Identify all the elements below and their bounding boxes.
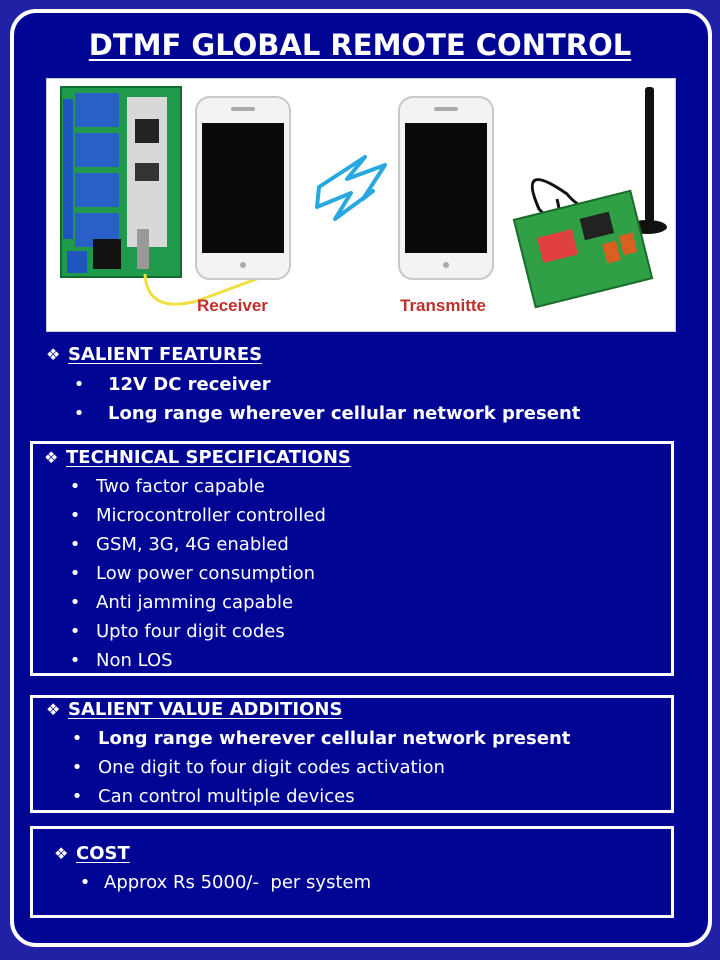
technical-specifications-list: • Two factor capable • Microcontroller con… — [68, 472, 658, 675]
list-item-text: Non LOS — [96, 650, 173, 671]
bullet-icon: • — [73, 374, 85, 395]
salient-value-additions-heading-text: SALIENT VALUE ADDITIONS — [68, 699, 343, 720]
salient-features-list: • 12V DC receiver • Long range wherever ce… — [72, 370, 672, 428]
list-item-text: Low power consumption — [96, 563, 316, 584]
bullet-icon: • — [69, 650, 81, 671]
cost-list: • Approx Rs 5000/- per system — [78, 868, 638, 897]
bullet-icon: • — [69, 592, 81, 613]
bullet-icon: • — [69, 621, 81, 642]
bullet-icon: • — [71, 728, 83, 749]
technical-specifications-heading: ❖ TECHNICAL SPECIFICATIONS — [44, 447, 351, 468]
list-item-text: GSM, 3G, 4G enabled — [96, 534, 289, 555]
list-item: • Anti jamming capable — [68, 588, 658, 617]
technical-specifications-heading-text: TECHNICAL SPECIFICATIONS — [66, 447, 351, 468]
list-item: • Two factor capable — [68, 472, 658, 501]
page-title: DTMF GLOBAL REMOTE CONTROL — [0, 28, 720, 62]
bullet-icon: • — [71, 786, 83, 807]
list-item-text: Microcontroller controlled — [96, 505, 326, 526]
diamond-bullet-icon: ❖ — [54, 844, 69, 863]
list-item-text: Anti jamming capable — [96, 592, 294, 613]
technical-specifications-box — [30, 441, 674, 676]
bullet-icon: • — [69, 563, 81, 584]
salient-value-additions-box — [30, 695, 674, 813]
product-image: Receiver Transmitte — [46, 78, 676, 332]
list-item-text: Long range wherever cellular network pre… — [98, 728, 571, 749]
list-item-text: Upto four digit codes — [96, 621, 285, 642]
list-item-text: Approx Rs 5000/- per system — [104, 872, 372, 893]
list-item: • Long range wherever cellular network pr… — [70, 724, 660, 753]
list-item: • GSM, 3G, 4G enabled — [68, 530, 658, 559]
list-item: • Non LOS — [68, 646, 658, 675]
bullet-icon: • — [71, 757, 83, 778]
cost-box — [30, 826, 674, 918]
relay-board-image — [60, 86, 182, 278]
salient-value-additions-list: • Long range wherever cellular network pr… — [70, 724, 660, 811]
list-item: • Can control multiple devices — [70, 782, 660, 811]
gsm-module-image — [512, 87, 667, 309]
cable-line — [143, 273, 263, 306]
receiver-phone-image — [195, 96, 291, 280]
bullet-icon: • — [79, 872, 91, 893]
cost-heading-text: COST — [76, 843, 130, 864]
list-item: • Microcontroller controlled — [68, 501, 658, 530]
salient-features-heading-text: SALIENT FEATURES — [68, 344, 263, 365]
bullet-icon: • — [69, 476, 81, 497]
list-item: • Long range wherever cellular network pr… — [72, 399, 672, 428]
page-title-text: DTMF GLOBAL REMOTE CONTROL — [88, 28, 632, 62]
bullet-icon: • — [69, 534, 81, 555]
receiver-label: Receiver — [197, 296, 268, 315]
diamond-bullet-icon: ❖ — [46, 345, 61, 364]
transmitter-phone-image — [398, 96, 494, 280]
salient-value-additions-heading: ❖ SALIENT VALUE ADDITIONS — [46, 699, 342, 720]
list-item: • Upto four digit codes — [68, 617, 658, 646]
list-item-text: Long range wherever cellular network pre… — [108, 403, 581, 424]
list-item-text: Two factor capable — [96, 476, 265, 497]
list-item: • Approx Rs 5000/- per system — [78, 868, 638, 897]
list-item: • 12V DC receiver — [72, 370, 672, 399]
salient-features-heading: ❖ SALIENT FEATURES — [46, 344, 262, 365]
transmitter-label: Transmitte — [400, 296, 486, 315]
diamond-bullet-icon: ❖ — [44, 448, 59, 467]
product-illustration — [60, 86, 667, 309]
diamond-bullet-icon: ❖ — [46, 700, 61, 719]
bullet-icon: • — [73, 403, 85, 424]
cost-heading: ❖ COST — [54, 843, 130, 864]
list-item: • Low power consumption — [68, 559, 658, 588]
bullet-icon: • — [69, 505, 81, 526]
list-item-text: One digit to four digit codes activation — [98, 757, 445, 778]
list-item-text: 12V DC receiver — [108, 374, 271, 395]
list-item-text: Can control multiple devices — [98, 786, 355, 807]
signal-bolt-icon — [315, 155, 387, 221]
list-item: • One digit to four digit codes activatio… — [70, 753, 660, 782]
